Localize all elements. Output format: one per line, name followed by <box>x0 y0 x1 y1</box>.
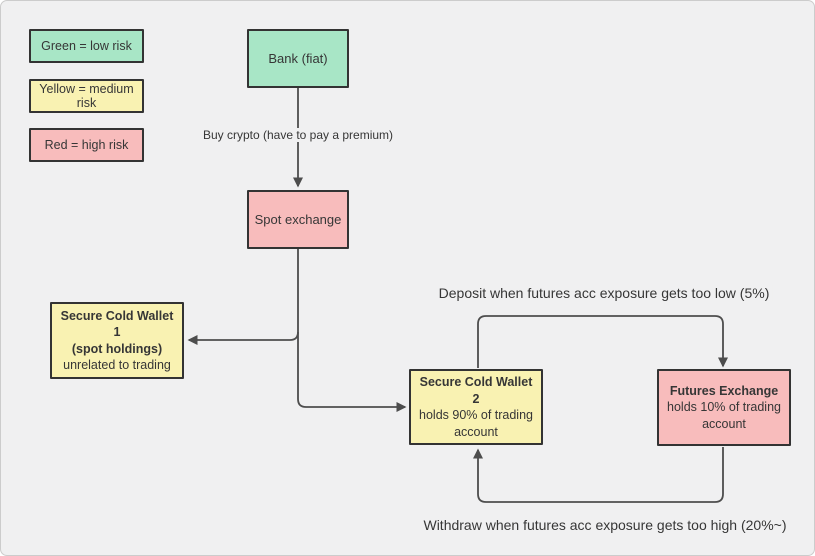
edge-spot-to-wallet1[interactable] <box>187 331 299 345</box>
node-cold-wallet-1-subtitle: (spot holdings) <box>71 341 163 356</box>
node-bank-label: Bank (fiat) <box>268 50 328 66</box>
edge-label-buy-crypto: Buy crypto (have to pay a premium) <box>199 128 397 142</box>
edge-deposit-wallet2-to-futures[interactable] <box>477 315 728 368</box>
node-futures-exchange[interactable]: Futures Exchange holds 10% of trading ac… <box>657 369 791 446</box>
node-cold-wallet-2[interactable]: Secure Cold Wallet 2 holds 90% of tradin… <box>409 369 543 445</box>
node-cold-wallet-2-body: holds 90% of trading account <box>419 408 533 439</box>
legend-low-risk-label: Green = low risk <box>41 39 132 53</box>
legend-high-risk-box[interactable]: Red = high risk <box>29 128 144 162</box>
node-futures-exchange-body: holds 10% of trading account <box>667 400 781 431</box>
node-cold-wallet-1-title: Secure Cold Wallet 1 <box>60 308 174 340</box>
node-spot-exchange[interactable]: Spot exchange <box>247 190 349 249</box>
edge-spot-to-wallet2[interactable] <box>297 249 407 412</box>
edge-withdraw-futures-to-wallet2[interactable] <box>473 447 724 503</box>
legend-low-risk-box[interactable]: Green = low risk <box>29 29 144 63</box>
node-cold-wallet-2-title: Secure Cold Wallet 2 <box>419 375 533 406</box>
node-spot-exchange-label: Spot exchange <box>254 211 342 227</box>
edge-label-withdraw: Withdraw when futures acc exposure gets … <box>420 517 790 533</box>
node-futures-exchange-title: Futures Exchange <box>669 383 779 398</box>
node-cold-wallet-1[interactable]: Secure Cold Wallet 1 (spot holdings) unr… <box>50 302 184 379</box>
legend-high-risk-label: Red = high risk <box>44 138 129 152</box>
legend-medium-risk-box[interactable]: Yellow = medium risk <box>29 79 144 113</box>
node-cold-wallet-1-body: unrelated to trading <box>63 358 171 372</box>
legend-medium-risk-label: Yellow = medium risk <box>39 82 134 110</box>
edge-label-deposit: Deposit when futures acc exposure gets t… <box>435 285 773 301</box>
node-bank[interactable]: Bank (fiat) <box>247 29 349 88</box>
